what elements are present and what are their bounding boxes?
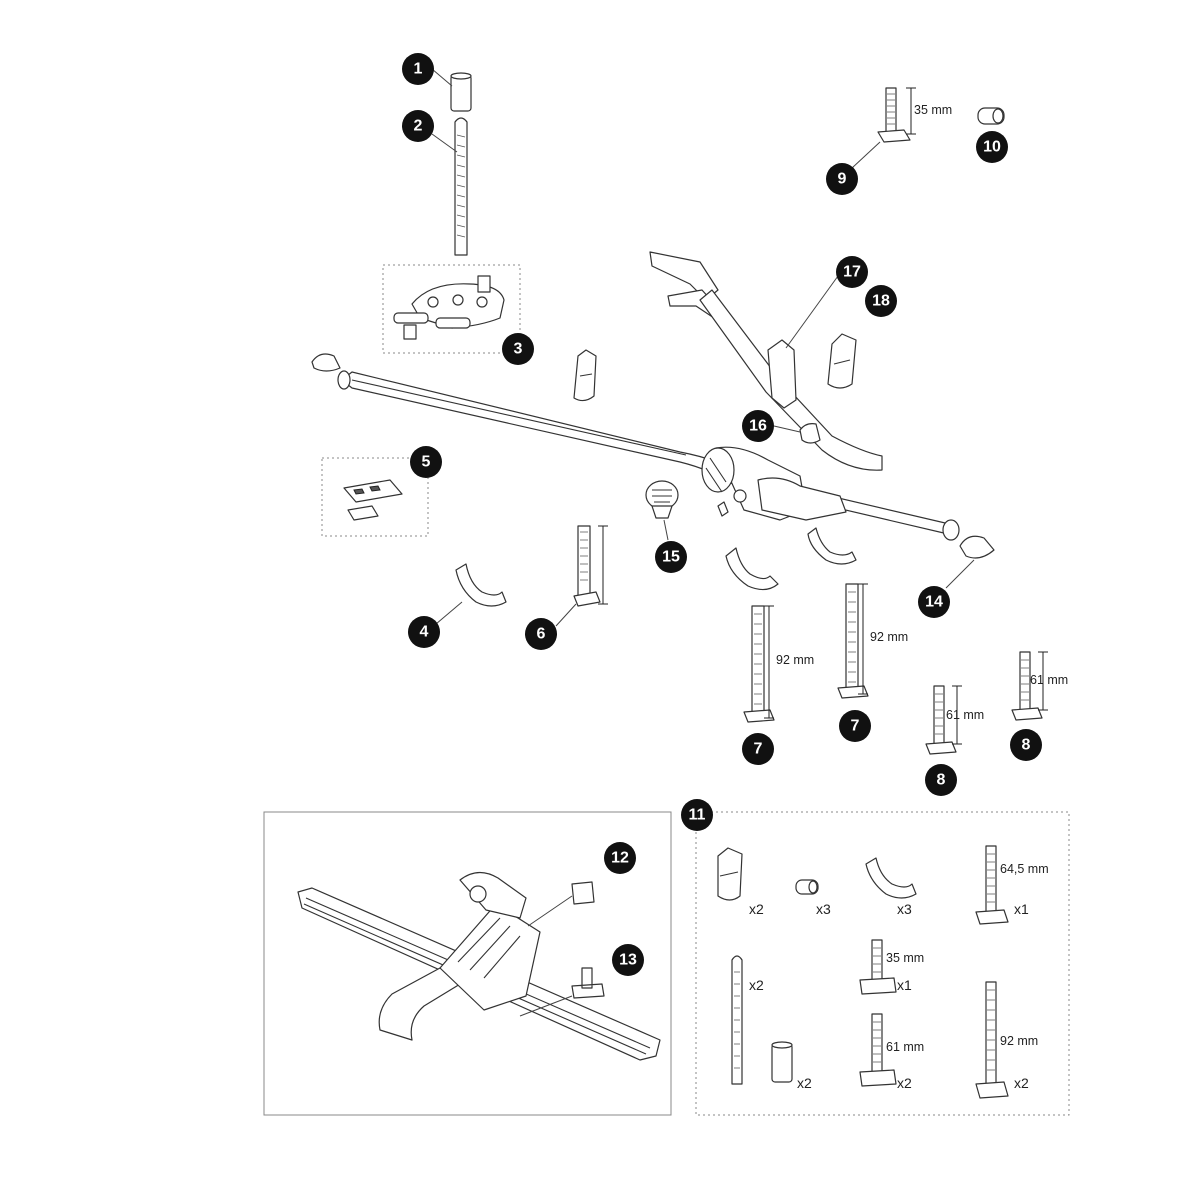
part-7a-t-bolt bbox=[743, 605, 775, 723]
callout-14: 14 bbox=[918, 586, 950, 618]
part-5-box bbox=[321, 457, 429, 537]
svg-text:18: 18 bbox=[872, 293, 890, 310]
dim-label-bolt-8b: 61 mm bbox=[1030, 673, 1068, 687]
svg-text:8: 8 bbox=[1022, 737, 1031, 754]
kit-box bbox=[695, 811, 1070, 1116]
dim-label-bolt-7b: 92 mm bbox=[870, 630, 908, 644]
kit-bolt-64 bbox=[975, 845, 1009, 925]
inset-assembly-box bbox=[263, 811, 672, 1116]
callout-5: 5 bbox=[410, 446, 442, 478]
svg-text:5: 5 bbox=[422, 454, 431, 471]
callout-15: 15 bbox=[655, 541, 687, 573]
kit-dim-61: 61 mm bbox=[886, 1040, 924, 1054]
svg-text:2: 2 bbox=[414, 118, 423, 135]
kit-bolt-35 bbox=[859, 939, 897, 995]
kit-clamp bbox=[865, 857, 917, 899]
kit-qty-bolt64: x1 bbox=[1014, 901, 1029, 917]
part-8a-t-bolt bbox=[925, 685, 962, 755]
part-5-hardware bbox=[343, 479, 403, 521]
part-16-clip bbox=[799, 423, 821, 444]
part-3-clamp-assembly bbox=[393, 275, 505, 340]
kit-qty-sleeve: x3 bbox=[816, 901, 831, 917]
svg-text:9: 9 bbox=[838, 171, 847, 188]
part-18-bracket bbox=[827, 333, 857, 389]
callout-3: 3 bbox=[502, 333, 534, 365]
kit-dim-35: 35 mm bbox=[886, 951, 924, 965]
svg-text:12: 12 bbox=[611, 850, 629, 867]
kit-rod bbox=[731, 955, 743, 1085]
callout-16: 16 bbox=[742, 410, 774, 442]
end-cap-left bbox=[311, 353, 341, 372]
svg-text:4: 4 bbox=[420, 624, 429, 641]
inset-assembly-drawing bbox=[297, 871, 661, 1061]
svg-text:10: 10 bbox=[983, 139, 1001, 156]
kit-dim-92: 92 mm bbox=[1000, 1034, 1038, 1048]
svg-text:17: 17 bbox=[843, 264, 861, 281]
callout-8b: 8 bbox=[1010, 729, 1042, 761]
callout-1: 1 bbox=[402, 53, 434, 85]
svg-text:16: 16 bbox=[749, 418, 767, 435]
svg-text:6: 6 bbox=[537, 626, 546, 643]
kit-sleeve bbox=[795, 879, 819, 895]
dim-label-bolt-9: 35 mm bbox=[914, 103, 952, 117]
part-9-t-bolt bbox=[877, 87, 916, 143]
svg-text:14: 14 bbox=[925, 594, 943, 611]
kit-qty-rod: x2 bbox=[749, 977, 764, 993]
part-4-clamp bbox=[455, 563, 507, 607]
kit-tube bbox=[771, 1041, 793, 1083]
kit-dim-64: 64,5 mm bbox=[1000, 862, 1049, 876]
clamp-lower-1 bbox=[725, 547, 779, 591]
kit-qty-bracket: x2 bbox=[749, 901, 764, 917]
callout-11: 11 bbox=[681, 799, 713, 831]
part-2-threaded-rod bbox=[454, 117, 468, 256]
svg-text:13: 13 bbox=[619, 952, 637, 969]
part-8b-t-bolt bbox=[1011, 651, 1048, 721]
holder-standalone bbox=[573, 349, 597, 402]
svg-text:3: 3 bbox=[514, 341, 523, 358]
part-10-sleeve bbox=[977, 107, 1005, 125]
svg-text:15: 15 bbox=[662, 549, 680, 566]
lock-assembly bbox=[701, 446, 847, 521]
part-1-sleeve bbox=[450, 72, 472, 112]
kit-bolt-61 bbox=[859, 1013, 897, 1087]
callout-10: 10 bbox=[976, 131, 1008, 163]
callout-7b: 7 bbox=[839, 710, 871, 742]
part-3-box bbox=[382, 264, 521, 354]
callout-18: 18 bbox=[865, 285, 897, 317]
kit-bracket bbox=[717, 847, 743, 901]
part-7b-t-bolt bbox=[837, 583, 869, 699]
dim-label-bolt-8a: 61 mm bbox=[946, 708, 984, 722]
kit-qty-bolt35: x1 bbox=[897, 977, 912, 993]
callout-7a: 7 bbox=[742, 733, 774, 765]
callout-17: 17 bbox=[836, 256, 868, 288]
callout-2: 2 bbox=[402, 110, 434, 142]
part-6-t-bolt bbox=[573, 525, 608, 607]
svg-text:11: 11 bbox=[689, 807, 706, 824]
kit-qty-bolt61: x2 bbox=[897, 1075, 912, 1091]
clamp-lower-2 bbox=[807, 527, 857, 565]
callout-9: 9 bbox=[826, 163, 858, 195]
kit-qty-bolt92: x2 bbox=[1014, 1075, 1029, 1091]
svg-text:7: 7 bbox=[754, 741, 763, 758]
callout-8a: 8 bbox=[925, 764, 957, 796]
callout-4: 4 bbox=[408, 616, 440, 648]
svg-text:1: 1 bbox=[414, 61, 423, 78]
callout-13: 13 bbox=[612, 944, 644, 976]
kit-bolt-92 bbox=[975, 981, 1009, 1099]
kit-qty-clamp: x3 bbox=[897, 901, 912, 917]
kit-qty-tube: x2 bbox=[797, 1075, 812, 1091]
part-14-end-cap bbox=[959, 535, 995, 559]
callout-6: 6 bbox=[525, 618, 557, 650]
part-15-knob bbox=[645, 480, 679, 519]
svg-text:7: 7 bbox=[851, 718, 860, 735]
callout-12: 12 bbox=[604, 842, 636, 874]
dim-label-bolt-7a: 92 mm bbox=[776, 653, 814, 667]
part-17-wheel-holder-arm bbox=[649, 251, 883, 471]
svg-text:8: 8 bbox=[937, 772, 946, 789]
